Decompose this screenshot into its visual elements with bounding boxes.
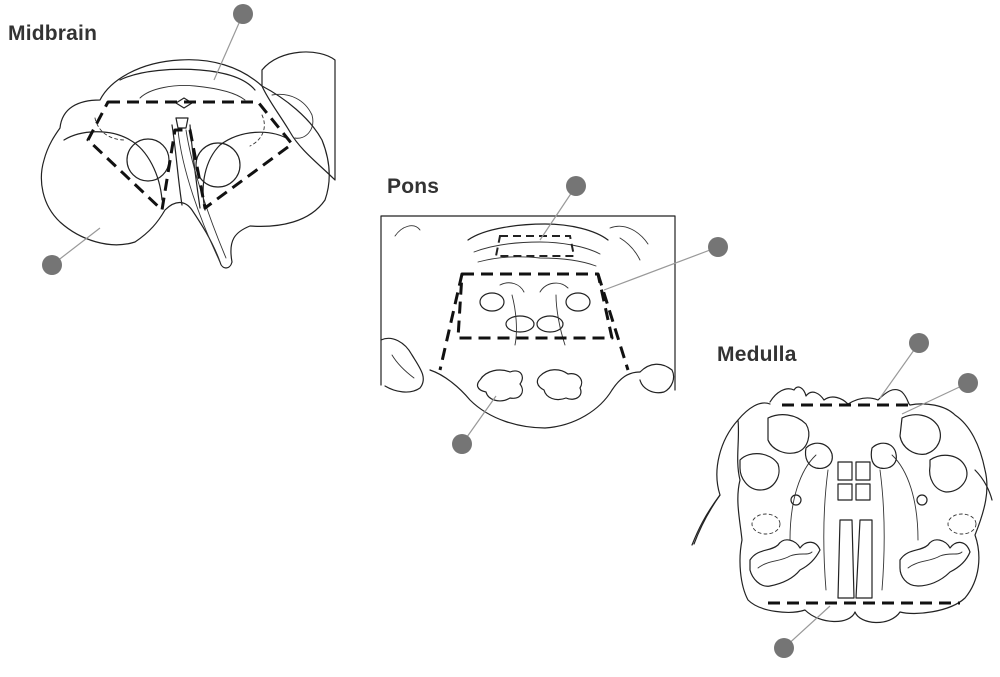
pons-nucleus-mid-left bbox=[505, 315, 535, 333]
pons-nucleus-right bbox=[565, 292, 591, 312]
midbrain-top-leader bbox=[213, 13, 244, 81]
pons-section bbox=[380, 176, 728, 454]
pons-top-box bbox=[494, 235, 576, 257]
medulla-label: Medulla bbox=[717, 343, 797, 366]
medulla-dashed-oval-left bbox=[751, 513, 781, 535]
medulla-midline-nuclei bbox=[837, 461, 871, 501]
medulla-right-marker bbox=[958, 373, 978, 393]
midbrain-label: Midbrain bbox=[8, 22, 98, 45]
pons-ventricle-region bbox=[467, 223, 609, 241]
midbrain-outline bbox=[40, 59, 330, 269]
lateral-tissue bbox=[261, 51, 336, 181]
pons-top-marker bbox=[566, 176, 586, 196]
dorsal-nuclei-right-2 bbox=[929, 454, 968, 493]
pons-right-marker bbox=[708, 237, 728, 257]
dorsal-nuclei-left-2 bbox=[739, 453, 780, 491]
pons-frame bbox=[380, 215, 676, 391]
dorsal-nuclei-right bbox=[899, 414, 941, 455]
medulla-dashed-oval-right bbox=[947, 513, 977, 535]
medulla-top-leader bbox=[879, 342, 920, 399]
substantia-nigra-right bbox=[249, 114, 265, 147]
pons-left-fragment bbox=[380, 337, 424, 393]
medulla-fiber-tracts bbox=[789, 454, 919, 591]
medulla-bottom-marker bbox=[774, 638, 794, 658]
pons-dashed-region bbox=[456, 272, 614, 340]
pons-dashed-lower bbox=[438, 273, 630, 371]
midbrain-dashed-region bbox=[86, 100, 294, 212]
tectum-inner bbox=[139, 85, 246, 101]
pontine-nuclei-right bbox=[536, 369, 583, 401]
left-red-nucleus bbox=[126, 138, 170, 182]
pons-medial-lemniscus bbox=[499, 282, 569, 346]
medulla-dorsal-surface bbox=[769, 386, 911, 406]
dorsal-nuclei-left bbox=[767, 414, 810, 454]
medulla-side-tail bbox=[693, 494, 721, 545]
pons-nucleus-mid-right bbox=[536, 315, 564, 333]
inferior-olive-left bbox=[749, 539, 821, 587]
pons-top-curls bbox=[394, 225, 649, 261]
medulla-section bbox=[691, 333, 993, 658]
right-peduncle bbox=[202, 131, 291, 211]
medulla-right-leader bbox=[901, 382, 969, 415]
medulla-small-nucleus-right bbox=[916, 494, 928, 506]
pons-right-fragment bbox=[639, 363, 675, 394]
pons-right-leader bbox=[603, 246, 719, 291]
lateral-tissue-inner bbox=[271, 93, 314, 139]
dorsal-nuclei-left-3 bbox=[804, 442, 833, 469]
pons-left-fragment-inner bbox=[391, 354, 415, 379]
substantia-nigra-left bbox=[94, 117, 126, 141]
pons-basilar-outline bbox=[429, 369, 641, 429]
medulla-bottom-leader bbox=[783, 605, 831, 649]
left-peduncle bbox=[63, 131, 163, 201]
inferior-olive-left-inner bbox=[757, 551, 813, 569]
medulla-small-nucleus-left bbox=[790, 494, 802, 506]
midbrain-top-marker bbox=[233, 4, 253, 24]
medulla-pyramids bbox=[837, 519, 873, 599]
midbrain-bottom-leader bbox=[51, 227, 101, 266]
midbrain-section bbox=[40, 4, 336, 275]
inferior-olive-right bbox=[899, 539, 971, 587]
medulla-outline bbox=[691, 402, 988, 624]
medulla-top-marker bbox=[909, 333, 929, 353]
pons-top-leader bbox=[539, 185, 577, 241]
pons-tegmentum-lines bbox=[473, 241, 601, 267]
pons-label: Pons bbox=[387, 175, 440, 198]
pontine-nuclei-left bbox=[476, 369, 523, 402]
midbrain-bottom-marker bbox=[42, 255, 62, 275]
medulla-right-tail bbox=[974, 469, 993, 501]
right-red-nucleus bbox=[195, 142, 241, 188]
pons-nucleus-left bbox=[479, 292, 505, 312]
tectum bbox=[119, 68, 256, 91]
pons-bottom-marker bbox=[452, 434, 472, 454]
inferior-olive-right-inner bbox=[907, 551, 963, 569]
dorsal-nuclei-right-3 bbox=[870, 442, 897, 469]
